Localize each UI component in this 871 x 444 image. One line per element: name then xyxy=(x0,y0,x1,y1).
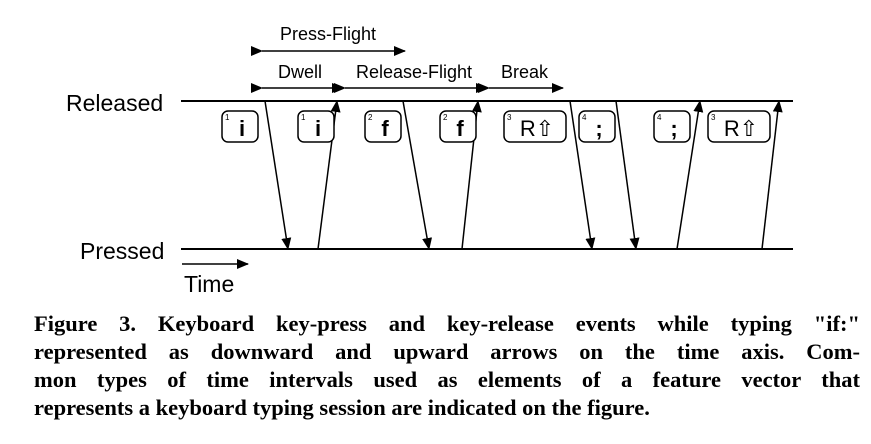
released-label: Released xyxy=(66,90,163,116)
figure-caption: Figure 3. Keyboard key-press and key-rel… xyxy=(34,310,860,422)
release-arrow xyxy=(676,100,704,250)
key-event-release: 3 R⇧ xyxy=(707,100,783,250)
press-arrow xyxy=(569,100,596,250)
dwell-label: Dwell xyxy=(278,62,322,82)
break-label: Break xyxy=(501,62,549,82)
caption-line-3: mon types of time intervals used as elem… xyxy=(34,367,860,392)
key-glyph: ; xyxy=(595,116,602,141)
key-index: 3 xyxy=(711,113,716,122)
key-glyph: R⇧ xyxy=(520,116,554,141)
key-index: 1 xyxy=(301,113,306,122)
key-event-release: 4; xyxy=(653,100,704,250)
key-index: 2 xyxy=(443,113,448,122)
time-label: Time xyxy=(184,271,234,297)
key-event-press: 3 R⇧ xyxy=(503,100,596,250)
key-event-press: 4; xyxy=(578,100,640,250)
key-cap xyxy=(707,110,771,143)
release-flight-label: Release-Flight xyxy=(356,62,472,82)
key-glyph: f xyxy=(456,116,464,141)
keystroke-timing-diagram: Released Pressed Time Press-Flight Dwell… xyxy=(66,24,793,297)
key-cap xyxy=(221,110,259,143)
key-cap xyxy=(297,110,335,143)
key-cap xyxy=(653,110,691,143)
press-arrow xyxy=(615,100,640,250)
press-arrow xyxy=(264,100,292,250)
key-glyph: f xyxy=(381,116,389,141)
key-glyph: ; xyxy=(670,116,677,141)
key-glyph: i xyxy=(239,116,245,141)
key-cap xyxy=(439,110,477,143)
press-flight-label: Press-Flight xyxy=(280,24,376,44)
key-index: 3 xyxy=(507,113,512,122)
key-glyph: R⇧ xyxy=(724,116,758,141)
key-index: 2 xyxy=(368,113,373,122)
pressed-label: Pressed xyxy=(80,238,164,264)
key-cap xyxy=(364,110,402,143)
key-index: 4 xyxy=(582,113,587,122)
release-arrow xyxy=(761,100,783,250)
key-cap xyxy=(578,110,616,143)
press-arrow xyxy=(402,100,433,250)
caption-line-2: represented as downward and upward arrow… xyxy=(34,339,860,364)
key-glyph: i xyxy=(315,116,321,141)
key-index: 4 xyxy=(657,113,662,122)
key-cap xyxy=(503,110,567,143)
key-index: 1 xyxy=(225,113,230,122)
caption-line-1: Figure 3. Keyboard key-press and key-rel… xyxy=(34,311,860,336)
caption-line-4: represents a keyboard typing session are… xyxy=(34,395,650,420)
